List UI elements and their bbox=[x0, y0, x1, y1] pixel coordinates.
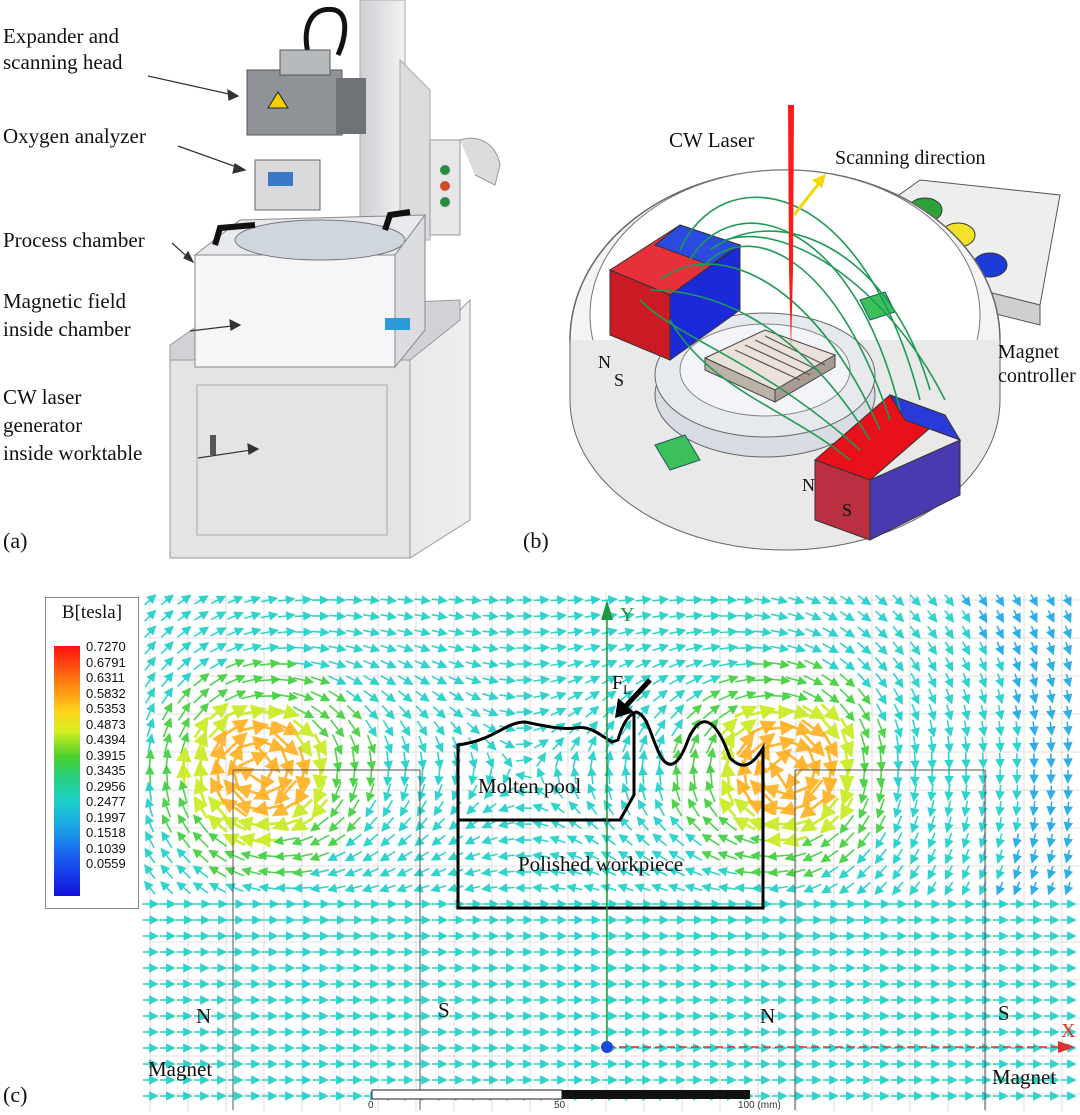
label-polished-workpiece: Polished workpiece bbox=[518, 852, 684, 876]
label-magnet-controller-line2: controller bbox=[998, 365, 1076, 387]
label-oxygen-analyzer: Oxygen analyzer bbox=[3, 124, 146, 148]
equipment-photo bbox=[169, 0, 501, 559]
label-scanning-direction: Scanning direction bbox=[835, 147, 986, 169]
legend-tick: 0.5353 bbox=[86, 701, 126, 716]
label-c-south-right: S bbox=[998, 1001, 1010, 1025]
scale-tick-0: 0 bbox=[368, 1100, 374, 1111]
label-magnetic-line2: inside chamber bbox=[3, 317, 131, 341]
panel-a-leader-lines bbox=[147, 75, 260, 459]
label-c-south-left: S bbox=[438, 998, 450, 1022]
legend-tick: 0.1518 bbox=[86, 825, 126, 840]
legend-tick: 0.6311 bbox=[86, 670, 125, 685]
label-magnet-controller-line1: Magnet bbox=[998, 341, 1060, 363]
label-laser-line2: generator bbox=[3, 413, 83, 437]
panel-a-label: (a) bbox=[3, 528, 28, 553]
legend-tick: 0.6791 bbox=[86, 654, 126, 670]
force-label: FL bbox=[612, 672, 632, 697]
label-process-chamber: Process chamber bbox=[3, 228, 145, 252]
label-laser-line1: CW laser bbox=[3, 385, 82, 409]
legend-tick: 0.7270 bbox=[86, 639, 126, 654]
label-molten-pool: Molten pool bbox=[478, 774, 582, 798]
label-b-south-left: S bbox=[614, 370, 625, 390]
colorbar-gradient bbox=[54, 646, 80, 896]
legend-tick: 0.2477 bbox=[86, 794, 126, 809]
label-expander-line2: scanning head bbox=[3, 50, 123, 74]
label-b-north-right: N bbox=[802, 475, 815, 495]
label-magnet-left: Magnet bbox=[148, 1057, 213, 1081]
label-expander-line1: Expander and bbox=[3, 24, 120, 48]
label-b-south-right: S bbox=[842, 500, 853, 520]
magnet-schematic bbox=[569, 105, 1061, 551]
label-magnet-right: Magnet bbox=[992, 1065, 1057, 1089]
scale-tick-100: 100 (mm) bbox=[738, 1100, 781, 1111]
magnetic-field-plot bbox=[0, 585, 1080, 1115]
legend-tick: 0.3915 bbox=[86, 747, 126, 763]
legend-tick: 0.4873 bbox=[86, 716, 126, 732]
axis-y-label: Y bbox=[620, 604, 635, 626]
label-c-north-right: N bbox=[760, 1004, 776, 1028]
scale-tick-50: 50 bbox=[554, 1100, 566, 1111]
panel-c-label: (c) bbox=[3, 1082, 28, 1107]
label-laser-line3: inside worktable bbox=[3, 441, 143, 465]
legend-tick: 0.4394 bbox=[86, 732, 126, 747]
axis-x-label: X bbox=[1061, 1020, 1076, 1042]
label-c-north-left: N bbox=[196, 1004, 212, 1028]
legend-tick: 0.2956 bbox=[86, 778, 126, 794]
legend-tick: 0.3435 bbox=[86, 763, 126, 778]
legend-title: B[tesla] bbox=[61, 602, 123, 623]
panel-b-label: (b) bbox=[523, 528, 549, 553]
legend-tick: 0.0559 bbox=[86, 856, 126, 871]
legend-tick: 0.5832 bbox=[86, 685, 126, 701]
label-magnetic-line1: Magnetic field bbox=[3, 289, 127, 313]
legend-tick: 0.1997 bbox=[86, 809, 126, 825]
label-b-north-left: N bbox=[598, 352, 611, 372]
label-cw-laser: CW Laser bbox=[669, 128, 755, 152]
legend-tick: 0.1039 bbox=[86, 840, 126, 856]
